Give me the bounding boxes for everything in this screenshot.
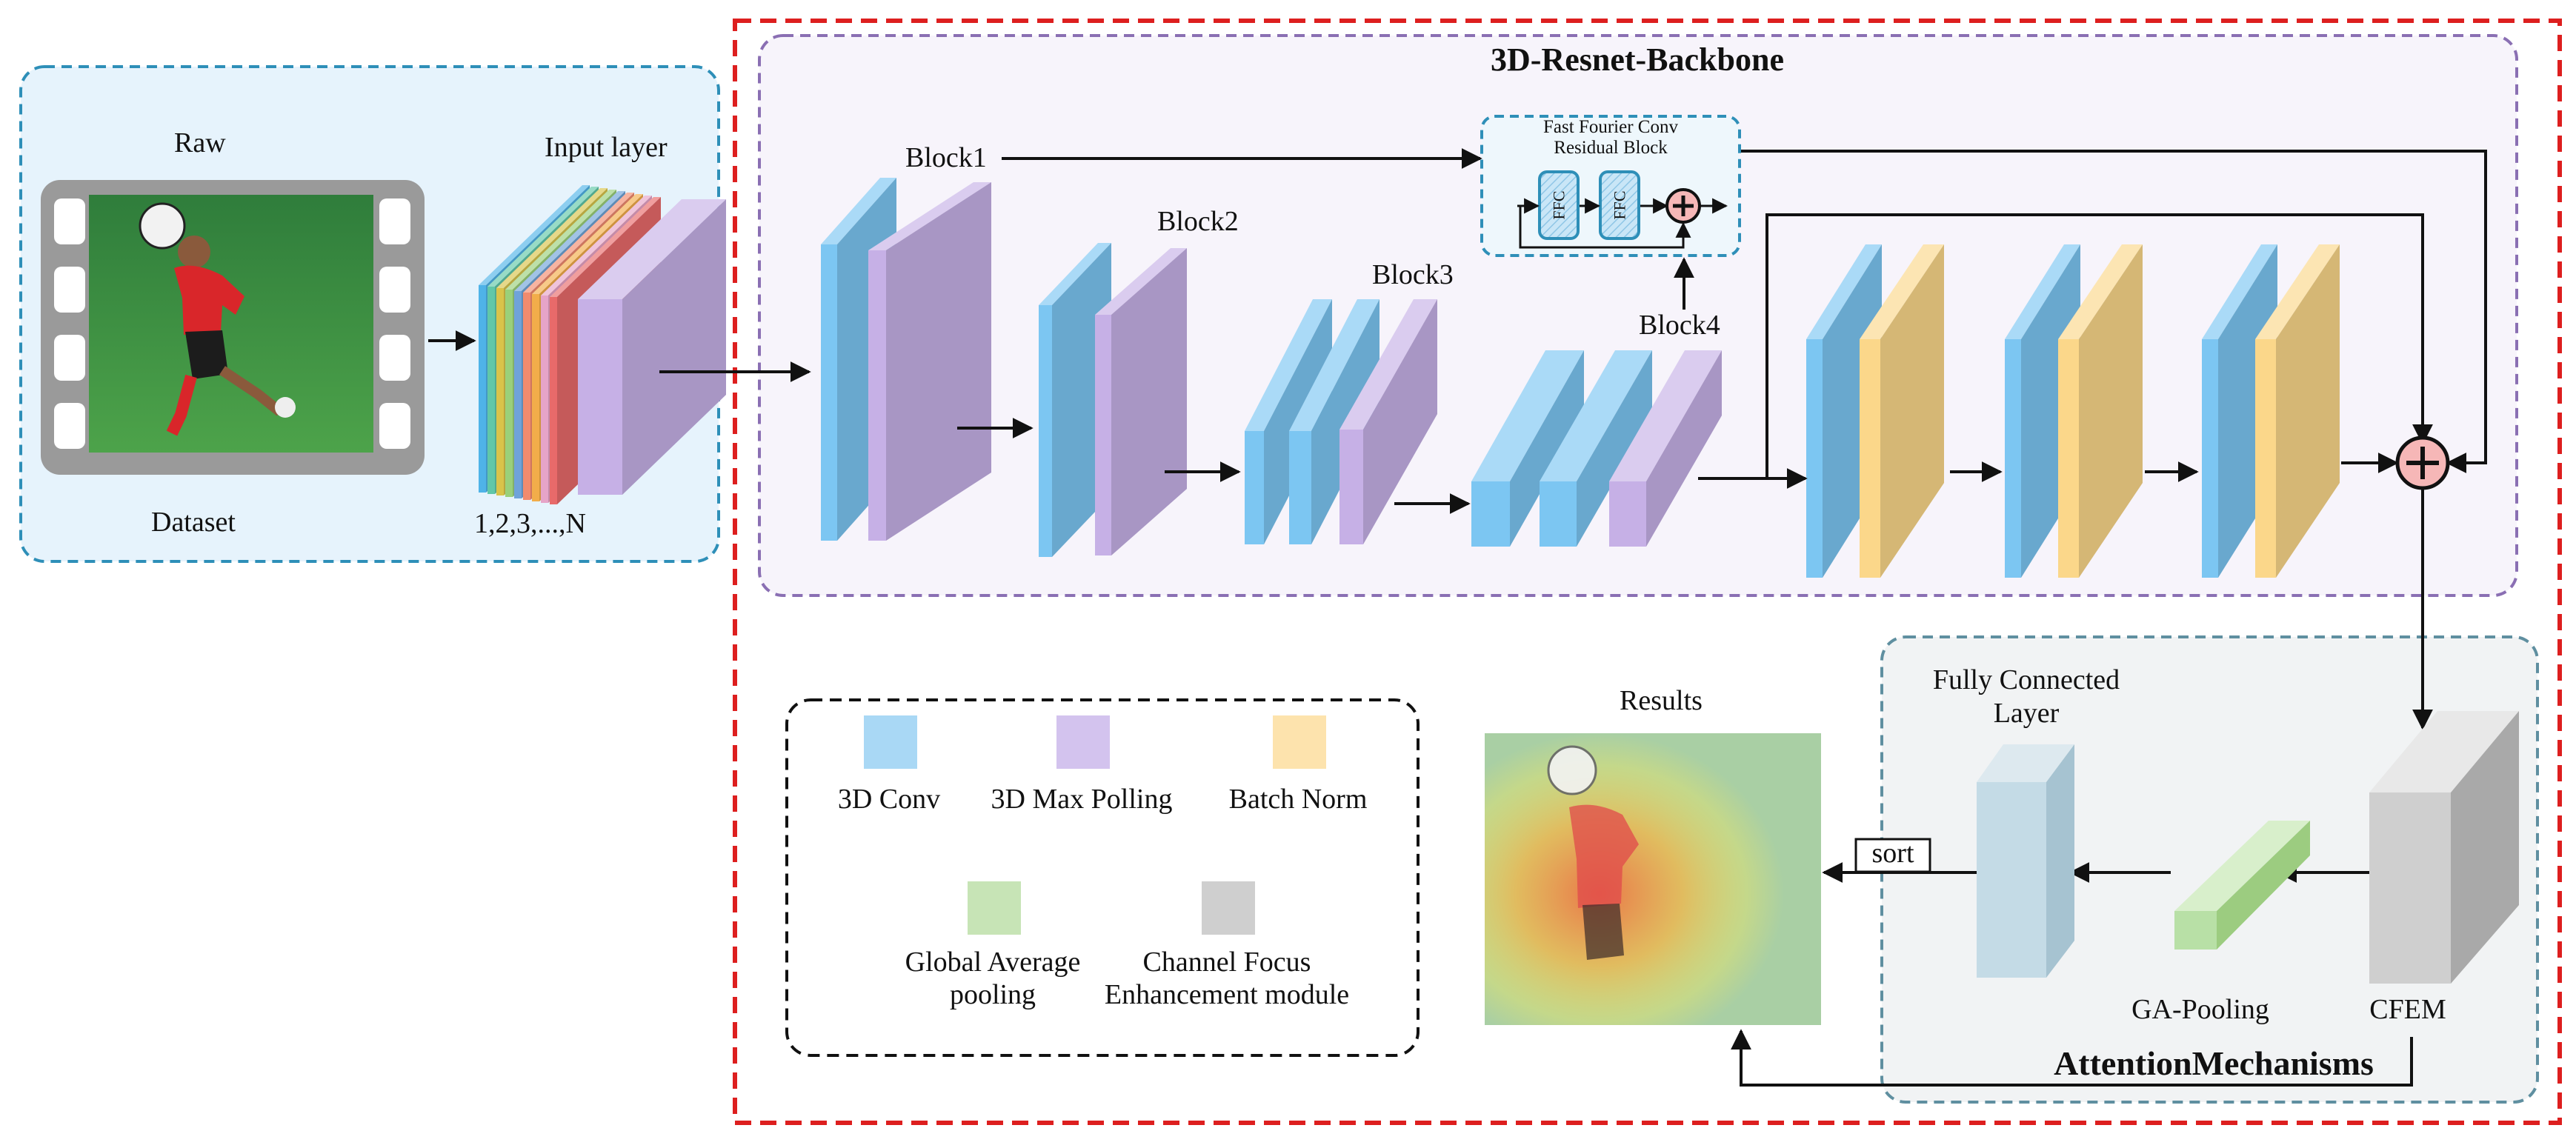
fc-label-line1: Fully Connected (1932, 664, 2120, 695)
results-heatmap-image (1485, 733, 1821, 1025)
attention-title: AttentionMechanisms (2054, 1044, 2374, 1082)
input-layer-label: Input layer (545, 132, 668, 163)
block1-label: Block1 (905, 142, 987, 173)
legend-label-3d-max-polling: 3D Max Polling (991, 784, 1173, 815)
raw-label: Raw (174, 127, 226, 158)
block3-label: Block3 (1372, 259, 1454, 290)
block3-pool (1339, 299, 1437, 544)
ffc-sum-icon (1665, 188, 1701, 224)
legend-swatch-3d-conv (864, 715, 917, 769)
res-group-3-norm (2255, 244, 2340, 578)
ga-pooling-block (2174, 821, 2310, 950)
arrow-cfem-results (1731, 1029, 2413, 1087)
cfem-label: CFEM (2369, 994, 2446, 1025)
fc-label-line2: Layer (1993, 698, 2060, 729)
res-group-2-norm (2058, 244, 2143, 578)
legend-label-gap-line1: Global Average (905, 947, 1081, 978)
ffc-title-line2: Residual Block (1554, 138, 1668, 158)
ffc-internals (1517, 170, 1728, 249)
legend-label-batch-norm: Batch Norm (1228, 784, 1368, 815)
cfem-block (2369, 711, 2519, 984)
res-group-1-norm (1860, 244, 1944, 578)
legend-label-gap-line2: pooling (949, 979, 1036, 1010)
legend-swatch-3d-max-polling (1056, 715, 1110, 769)
legend-label-cfem-line2: Enhancement module (1104, 979, 1350, 1010)
legend-swatch-gap (968, 881, 1021, 935)
skip-connection (1765, 213, 2433, 478)
block4-conv-2 (1540, 350, 1652, 547)
sort-label: sort (1871, 838, 1914, 869)
input-layer-stack (479, 185, 726, 504)
legend-swatch-batch-norm (1273, 715, 1326, 769)
block4-conv-1 (1471, 350, 1584, 547)
frames-label: 1,2,3,...,N (474, 508, 586, 539)
block2-pool (1095, 248, 1187, 555)
arrow-ffc-sum (1741, 150, 2487, 473)
ffc-title-line1: Fast Fourier Conv (1543, 117, 1678, 137)
ffc-unit-2-label: FFC (1610, 190, 1629, 220)
results-label: Results (1620, 685, 1703, 716)
fully-connected-block (1977, 744, 2074, 978)
legend-panel (785, 698, 1420, 1057)
ffc-unit-1-label: FFC (1549, 190, 1568, 220)
legend-label-3d-conv: 3D Conv (837, 784, 941, 815)
input-frame-top (578, 199, 726, 495)
block4-pool (1609, 350, 1722, 547)
dataset-label: Dataset (151, 507, 236, 538)
sort-box (1854, 838, 1931, 873)
block2-label: Block2 (1157, 206, 1239, 237)
ga-pooling-label: GA-Pooling (2131, 994, 2269, 1025)
legend-label-cfem-line1: Channel Focus (1142, 947, 1311, 978)
block4-label: Block4 (1639, 310, 1720, 341)
backbone-title: 3D-Resnet-Backbone (1491, 41, 1784, 78)
residual-sum-icon (2395, 435, 2450, 490)
soccer-player-figure (139, 202, 296, 436)
main-network-frame (733, 19, 2562, 1125)
legend-swatch-cfem (1202, 881, 1255, 935)
block1-pool (868, 182, 991, 541)
raw-video-frame (41, 180, 425, 475)
